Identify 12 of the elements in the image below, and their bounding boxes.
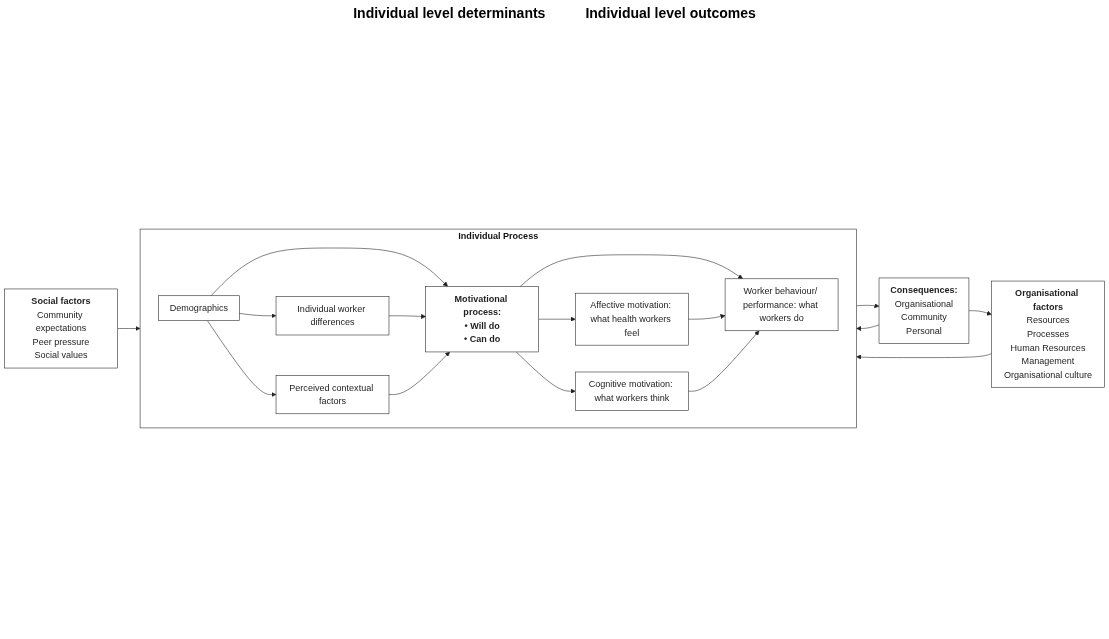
- node-box: Worker behaviour/ performance: what workers do: [724, 278, 839, 332]
- node-box: Cognitive motivation: what workers think: [575, 371, 689, 411]
- node-box: Social factors Community expectations Peer pressure Social values: [4, 288, 118, 369]
- node-box: Perceived contextual factors: [275, 375, 390, 415]
- node-box: Consequences: Organisational Community Personal: [878, 277, 970, 344]
- node-box: Motivational process: • Will do • Can do: [425, 286, 539, 353]
- node-box: Affective motivation: what health workers feel: [575, 292, 689, 346]
- section-heading: Individual level determinants: [353, 5, 546, 21]
- section-heading: Individual level outcomes: [585, 5, 756, 21]
- node-box: Demographics: [158, 295, 240, 321]
- node-box: Individual worker differences: [275, 296, 390, 336]
- node-box: Organisational factors Resources Processes Human Resources Management Organisational culture: [991, 280, 1105, 388]
